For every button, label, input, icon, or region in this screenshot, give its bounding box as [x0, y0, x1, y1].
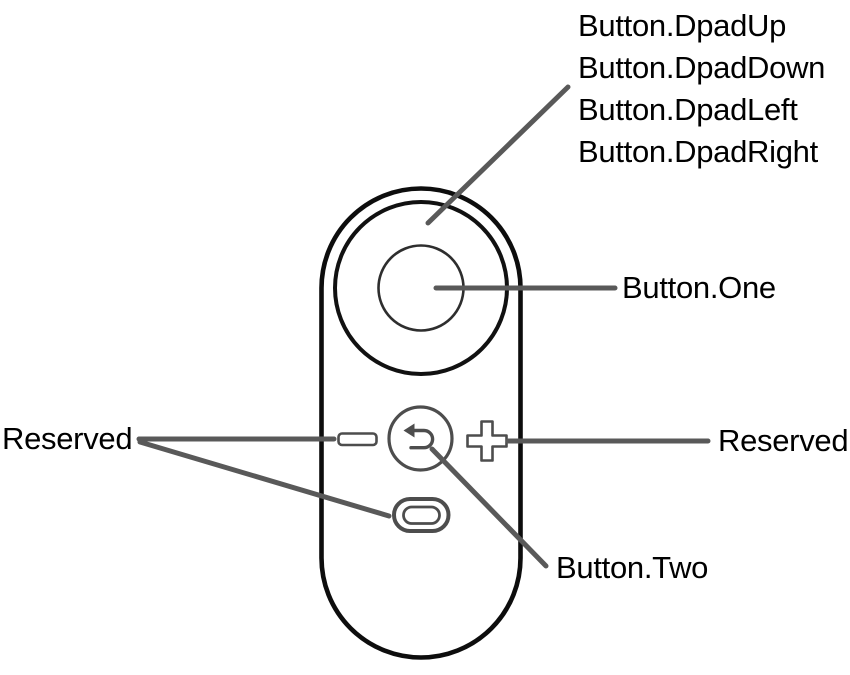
leader-line-dpad — [425, 84, 571, 226]
volume-minus-button — [337, 432, 378, 447]
dpad-right-label: Button.DpadRight — [578, 134, 818, 169]
dpad-left-label: Button.DpadLeft — [578, 92, 798, 127]
reserved-left-label: Reserved — [2, 421, 133, 456]
back-arrow-icon — [403, 423, 435, 450]
leader-line-button-two — [429, 446, 549, 569]
dpad-labels: Button.DpadUp Button.DpadDown Button.Dpa… — [578, 5, 825, 173]
dpad-down-label: Button.DpadDown — [578, 50, 826, 85]
button-one-label: Button.One — [622, 270, 776, 305]
reserved-right-label: Reserved — [718, 423, 849, 458]
button-two-label: Button.Two — [556, 550, 709, 585]
dpad-up-label: Button.DpadUp — [578, 8, 787, 43]
volume-plus-button — [466, 420, 508, 462]
leader-line-reserved-home — [137, 439, 392, 519]
home-button — [392, 497, 451, 533]
